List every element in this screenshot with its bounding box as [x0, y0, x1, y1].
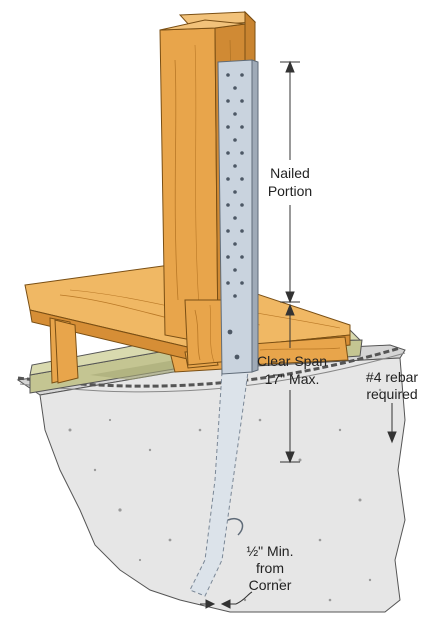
- rebar-label-2: required: [366, 386, 417, 402]
- min-from-corner-label-2: from: [256, 560, 284, 576]
- strap-nail-holes: [226, 73, 244, 360]
- steel-strap: [189, 59, 259, 597]
- nailed-portion-dimension: [280, 60, 300, 304]
- clear-span-label-2: 17" Max.: [265, 371, 320, 387]
- clear-span-label-1: Clear Span: [257, 353, 327, 369]
- rebar-callout: [387, 403, 397, 444]
- nailed-portion-label-2: Portion: [268, 183, 312, 199]
- rebar-label-1: #4 rebar: [366, 369, 418, 385]
- nailed-portion-label-1: Nailed: [270, 165, 310, 181]
- min-from-corner-label-1: ½" Min.: [247, 543, 294, 559]
- clear-span-dimension: [280, 303, 300, 464]
- min-from-corner-callout: [200, 591, 253, 609]
- min-from-corner-label-3: Corner: [249, 577, 292, 593]
